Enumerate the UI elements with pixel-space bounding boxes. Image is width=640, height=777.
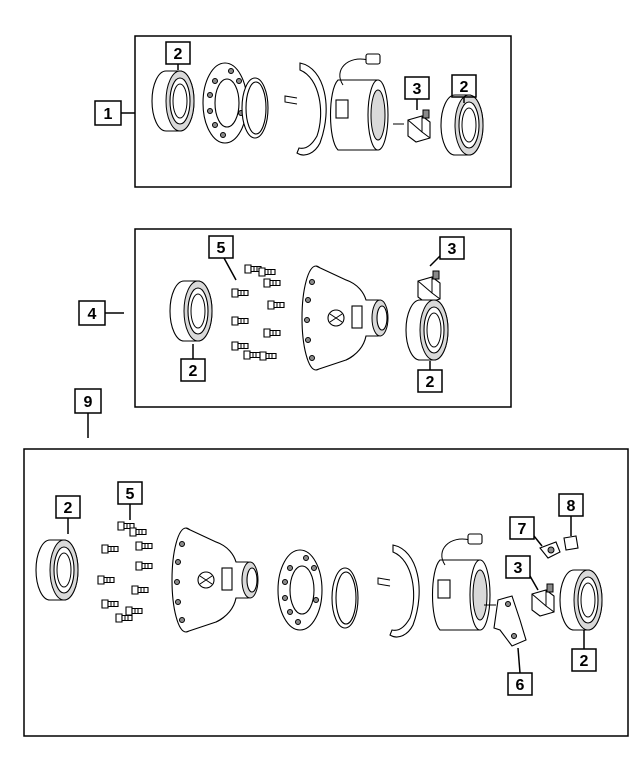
callout-2-g1-right: 2	[451, 74, 477, 103]
bolt-set-g4	[231, 264, 285, 361]
group-9-box	[23, 448, 629, 737]
callout-3-g9: 3	[505, 555, 539, 591]
callout-8: 8	[558, 493, 584, 536]
svg-text:9: 9	[84, 394, 93, 411]
callout-2-g1-left: 2	[165, 41, 191, 70]
bolt-set-g9	[97, 521, 153, 623]
callout-2-g4-right: 2	[417, 361, 443, 393]
svg-text:3: 3	[413, 81, 422, 98]
callout-5-g4: 5	[208, 235, 237, 281]
callout-6: 6	[507, 647, 533, 696]
svg-text:4: 4	[88, 306, 97, 323]
group-1-box	[134, 35, 512, 188]
callout-5-g9: 5	[117, 481, 143, 520]
svg-text:3: 3	[514, 560, 523, 577]
svg-text:2: 2	[580, 653, 589, 670]
svg-text:2: 2	[174, 46, 183, 63]
svg-text:2: 2	[460, 79, 469, 96]
callout-2-g9-right: 2	[571, 630, 597, 672]
callout-3-g4: 3	[429, 236, 465, 267]
svg-text:2: 2	[189, 363, 198, 380]
group-4-box	[134, 228, 512, 408]
svg-text:7: 7	[518, 521, 527, 538]
callout-1: 1	[94, 100, 135, 126]
group-4-parts	[169, 264, 449, 371]
svg-text:5: 5	[217, 240, 226, 257]
svg-text:2: 2	[64, 500, 73, 517]
sensor-bracket-g9	[493, 595, 527, 647]
group-9-parts	[35, 521, 603, 647]
svg-text:2: 2	[426, 374, 435, 391]
svg-text:8: 8	[567, 498, 576, 515]
callout-2-g9-left: 2	[55, 495, 81, 534]
callout-9: 9	[74, 388, 102, 438]
svg-text:6: 6	[516, 677, 525, 694]
callout-3-g1: 3	[404, 76, 430, 110]
connector-8-part	[563, 535, 579, 551]
svg-text:3: 3	[448, 241, 457, 258]
group-1-parts	[151, 53, 484, 156]
connector-7-part	[539, 541, 561, 559]
callout-7: 7	[509, 516, 543, 547]
callout-4: 4	[78, 300, 124, 326]
callout-2-g4-left: 2	[180, 344, 206, 382]
svg-text:1: 1	[104, 106, 113, 123]
svg-text:5: 5	[126, 486, 135, 503]
